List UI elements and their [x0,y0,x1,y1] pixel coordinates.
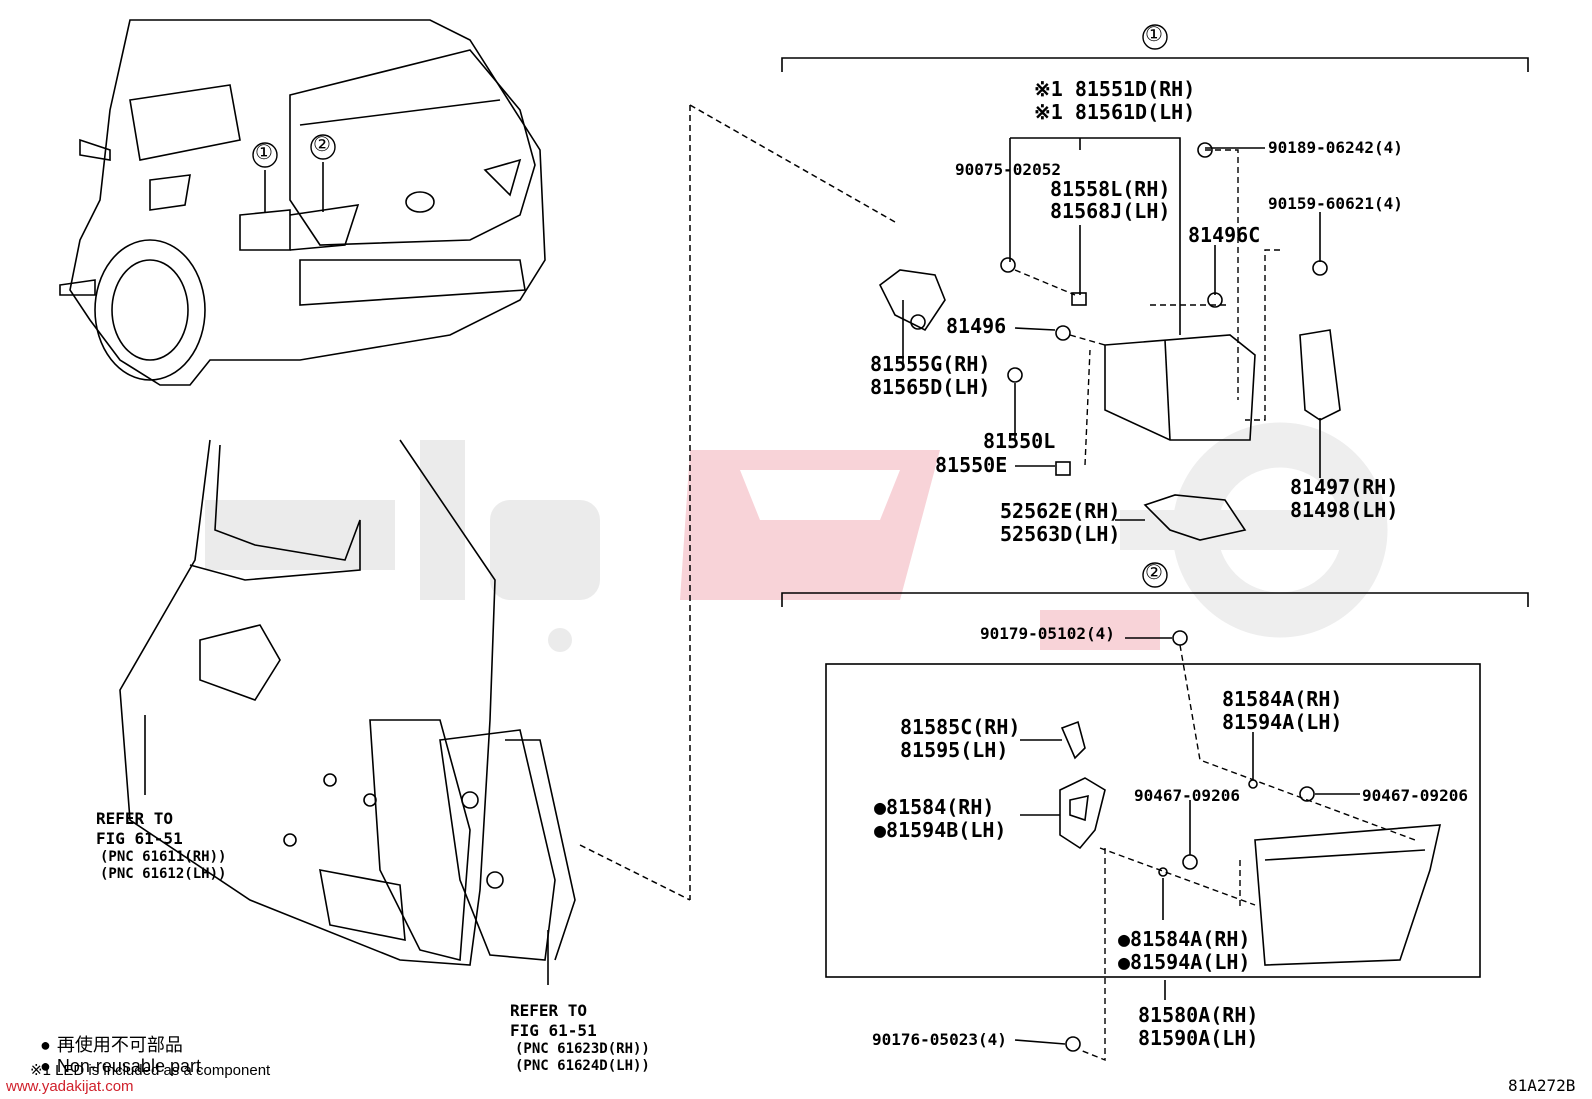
label-seal-rh: ●81584A(RH) [1118,927,1251,951]
section-2-circle [1142,562,1168,588]
legend-jp: ●再使用不可部品 [30,1010,183,1057]
refer-left-line1: REFER TO [96,809,174,828]
car-marker-2-circle [310,134,336,160]
label-led-assy-rh: ※1 81551D(RH) [1034,77,1196,101]
label-lens-rh: 81558L(RH) [1050,177,1171,201]
label-s2-lens-rh: 81584A(RH) [1222,687,1343,711]
label-lens-lh: 81568J(LH) [1050,199,1171,223]
legend-en-text: Non-reusable part [56,1056,201,1076]
label-seal-lh: ●81594A(LH) [1118,950,1251,974]
label-clip-right: 90467-09206 [1362,786,1468,805]
vehicle-rear-view [59,19,546,386]
label-led-assy-lh: ※1 81561D(LH) [1034,100,1196,124]
label-screw-90189: 90189-06242(4) [1268,138,1403,157]
section-1-marker: ① [1145,22,1163,46]
car-marker-1-circle [252,142,278,168]
section-2-dashed [1079,644,1416,1062]
label-clip-left: 90467-09206 [1134,786,1240,805]
car-marker-1: ① [255,140,273,164]
callout-connectors [579,104,896,901]
watermark-logo [205,422,1388,652]
label-socket-lh: 81565D(LH) [870,375,991,399]
car-marker-2: ② [313,132,331,156]
car-marker-leader-lines [264,162,324,213]
refer-right-line3: (PNC 61623D(RH)) [515,1041,650,1057]
label-screw-90159: 90159-60621(4) [1268,194,1403,213]
label-lamp-rh: 81580A(RH) [1138,1003,1259,1027]
refer-left-line3: (PNC 61611(RH)) [100,849,227,865]
label-81550l: 81550L [983,429,1056,453]
diagram-code: 81A272B [1508,1076,1576,1095]
refer-right-line2: FIG 61-51 [510,1021,597,1040]
refer-right-line4: (PNC 61624D(LH)) [515,1058,650,1074]
section-1-parts [878,137,1341,541]
label-screw-90179: 90179-05102(4) [980,624,1115,643]
label-wire-lh: 81595(LH) [900,738,1009,762]
label-bracket-lh: 52563D(LH) [1000,522,1121,546]
refer-left-line4: (PNC 61612(LH)) [100,866,227,882]
bullet-icon: ● [40,1056,51,1076]
section-2-marker: ② [1145,560,1163,584]
label-socket-rh: 81555G(RH) [870,352,991,376]
legend-led-note: ※1 LED is included as a component [30,1062,271,1079]
quarter-panel-drawing [119,439,576,966]
legend-en: ●Non-reusable part [30,1035,201,1077]
refer-right-line1: REFER TO [510,1001,588,1020]
label-s2-gasket-lh: ●81594B(LH) [874,818,1007,842]
section-brackets [781,57,1529,978]
label-gasket-lh: 81498(LH) [1290,498,1399,522]
label-lamp-lh: 81590A(LH) [1138,1026,1259,1050]
label-s2-lens-lh: 81594A(LH) [1222,710,1343,734]
bullet-icon: ● [40,1035,51,1055]
label-wire-rh: 81585C(RH) [900,715,1021,739]
label-grommet-81496: 81496 [946,314,1007,338]
label-81550e: 81550E [935,453,1008,477]
label-screw-90176: 90176-05023(4) [872,1030,1007,1049]
legend-jp-text: 再使用不可部品 [56,1035,183,1055]
label-gasket-rh: 81497(RH) [1290,475,1399,499]
label-screw-90075: 90075-02052 [955,160,1061,179]
section-1-circle [1142,24,1168,50]
section-2-parts [1014,630,1442,1052]
refer-leader-lines [144,715,549,985]
label-grommet-81496c: 81496C [1188,223,1261,247]
section-1-dashed [1014,149,1280,466]
label-bracket-rh: 52562E(RH) [1000,499,1121,523]
watermark-url[interactable]: www.yadakijat.com [6,1078,134,1095]
refer-left-line2: FIG 61-51 [96,829,183,848]
label-s2-gasket-rh: ●81584(RH) [874,795,995,819]
